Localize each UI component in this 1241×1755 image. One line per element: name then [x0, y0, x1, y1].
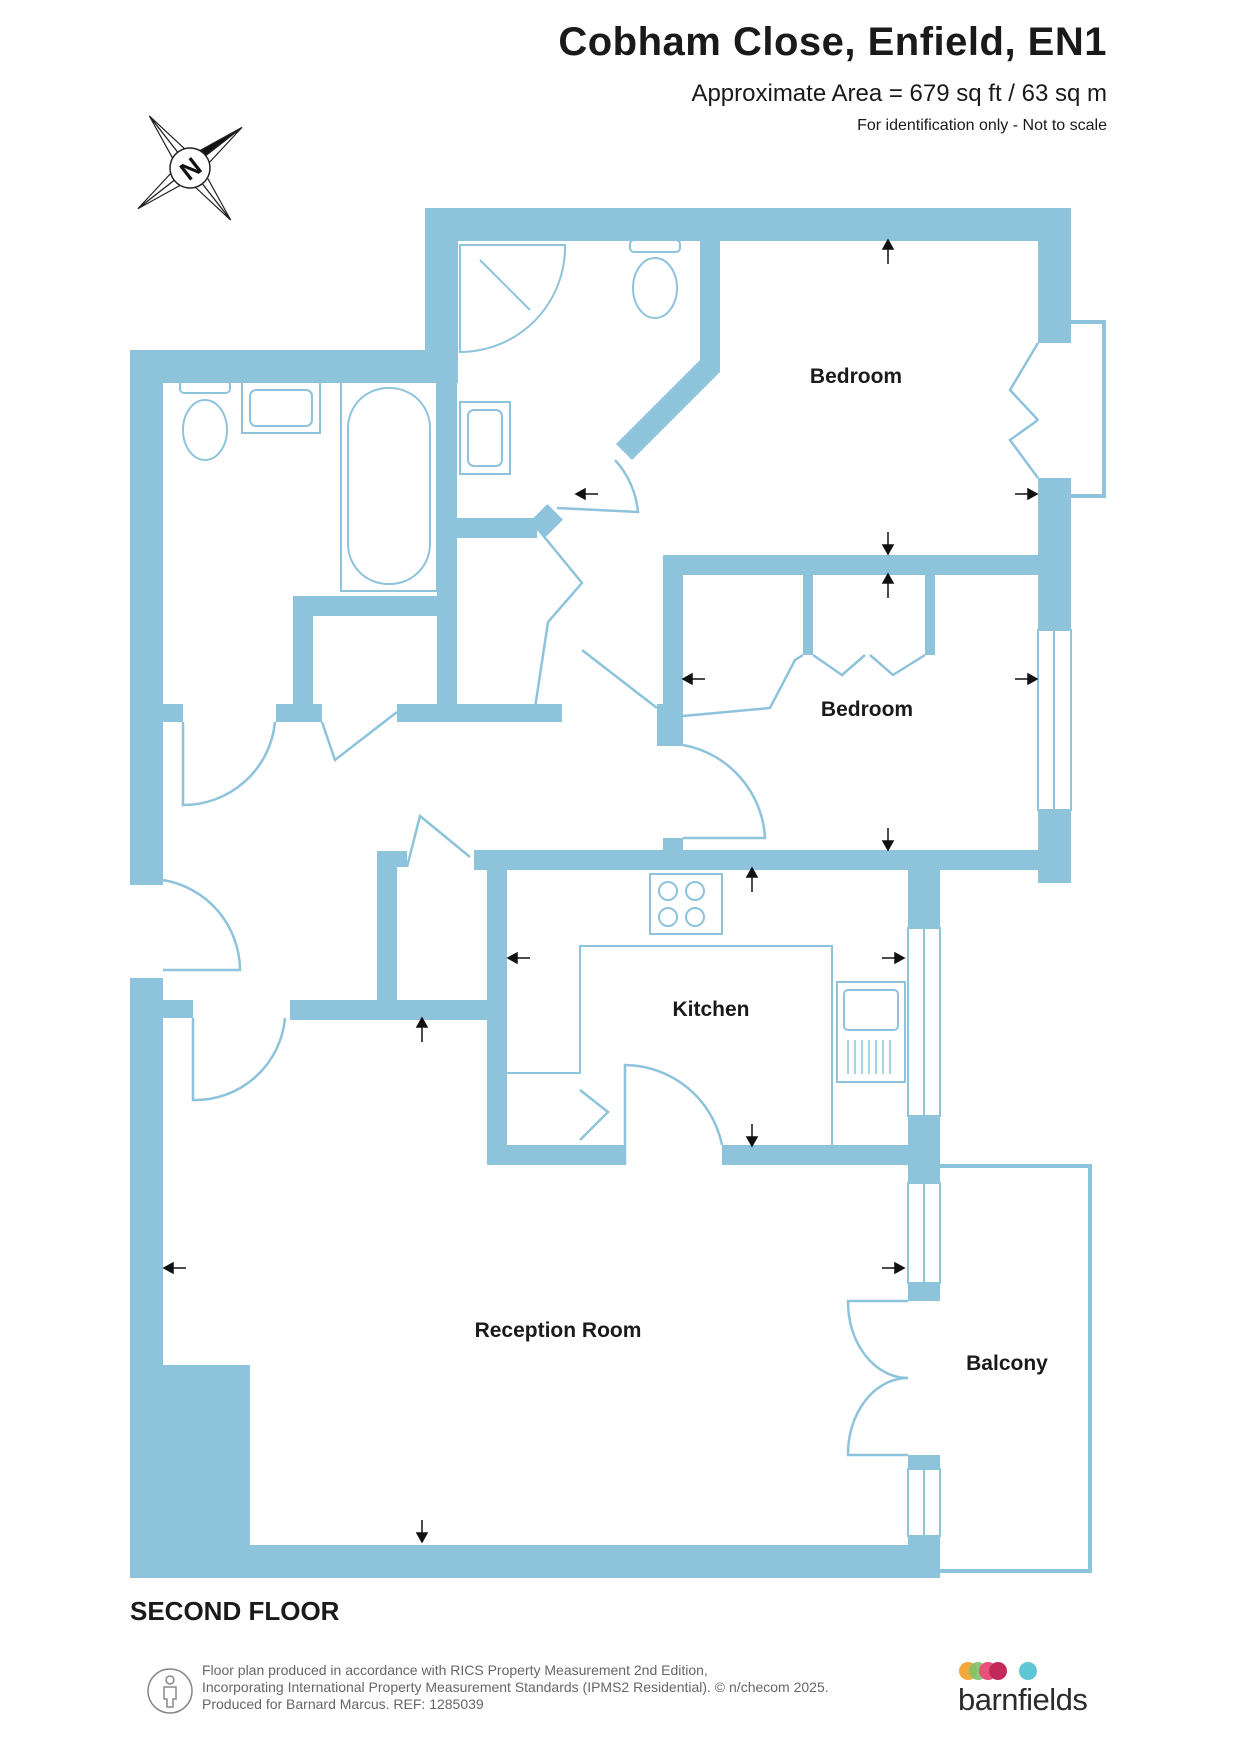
ipms-person-icon: [147, 1668, 193, 1714]
footer-disclaimer: Floor plan produced in accordance with R…: [202, 1662, 829, 1713]
floor-label: SECOND FLOOR: [130, 1596, 340, 1626]
door-swings: [162, 342, 1040, 1457]
brand-logo-dots-icon: [959, 1662, 1037, 1680]
fixtures: [179, 239, 906, 1145]
measurement-arrows: [162, 238, 1039, 1544]
room-label-balcony: Balcony: [966, 1352, 1048, 1375]
room-label-bedroom-2: Bedroom: [821, 698, 913, 721]
compass-rose-icon: N: [137, 115, 243, 221]
windows: [907, 629, 1072, 1537]
scale-note: For identification only - Not to scale: [857, 117, 1107, 134]
room-label-reception: Reception Room: [475, 1319, 642, 1342]
plan-title: Cobham Close, Enfield, EN1: [558, 20, 1107, 64]
approximate-area: Approximate Area = 679 sq ft / 63 sq m: [691, 80, 1107, 107]
footer-line-1: Floor plan produced in accordance with R…: [202, 1662, 708, 1678]
balcony-outline: [940, 320, 1106, 1573]
room-label-kitchen: Kitchen: [672, 998, 749, 1021]
footer-line-2: Incorporating International Property Mea…: [202, 1679, 829, 1695]
floor-plan: Bedroom Bedroom Kitchen Reception Room B…: [130, 208, 1106, 1578]
footer-line-3: Produced for Barnard Marcus. REF: 128503…: [202, 1696, 484, 1712]
room-label-bedroom-1: Bedroom: [810, 365, 902, 388]
brand-name: barnfields: [958, 1682, 1088, 1717]
walls: [130, 208, 1071, 1578]
